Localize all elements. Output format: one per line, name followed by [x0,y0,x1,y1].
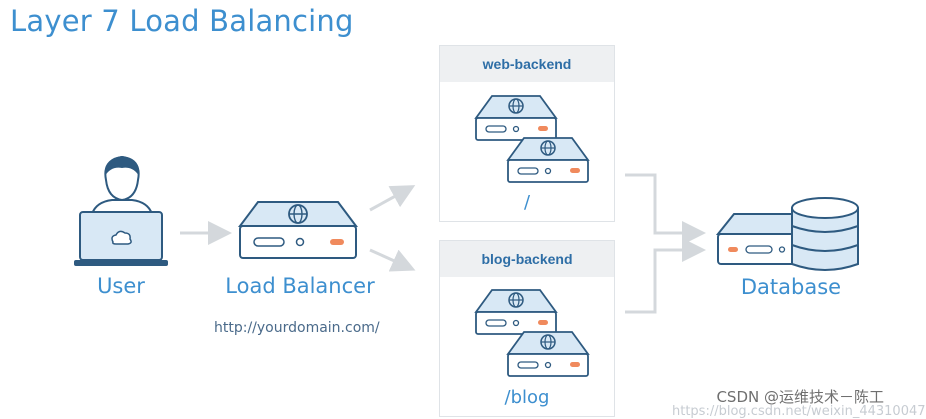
load-balancer-label: Load Balancer [225,274,375,298]
backend-servers [474,95,590,377]
user-label: User [97,274,145,298]
blog-server-2-icon [506,331,590,377]
web-server-2-icon [506,137,590,183]
web-backend-header: web-backend [440,46,614,82]
arrow-web-to-db [625,173,706,245]
load-balancer-url: http://yourdomain.com/ [214,320,380,336]
web-backend-path: / [523,192,531,213]
diagram-title: Layer 7 Load Balancing [10,4,354,38]
blog-backend-path: /blog [504,387,550,408]
database-icon [715,197,859,271]
arrow-blog-to-db [625,238,706,314]
arrow-lb-to-web [369,185,416,212]
web-server-1-icon [474,95,558,141]
user-icon [74,155,168,266]
database-label: Database [740,275,842,299]
load-balancer-icon [238,201,358,259]
watermark-faint-url: https://blog.csdn.net/weixin_44310047 [672,404,926,419]
arrow-lb-to-blog [369,248,416,272]
watermark-text: CSDN @运维技术－陈工 [716,388,884,406]
web-backend-group: web-backend / [439,45,615,222]
connector-arrows [180,173,706,314]
blog-backend-header: blog-backend [440,241,614,277]
blog-server-1-icon [474,289,558,335]
